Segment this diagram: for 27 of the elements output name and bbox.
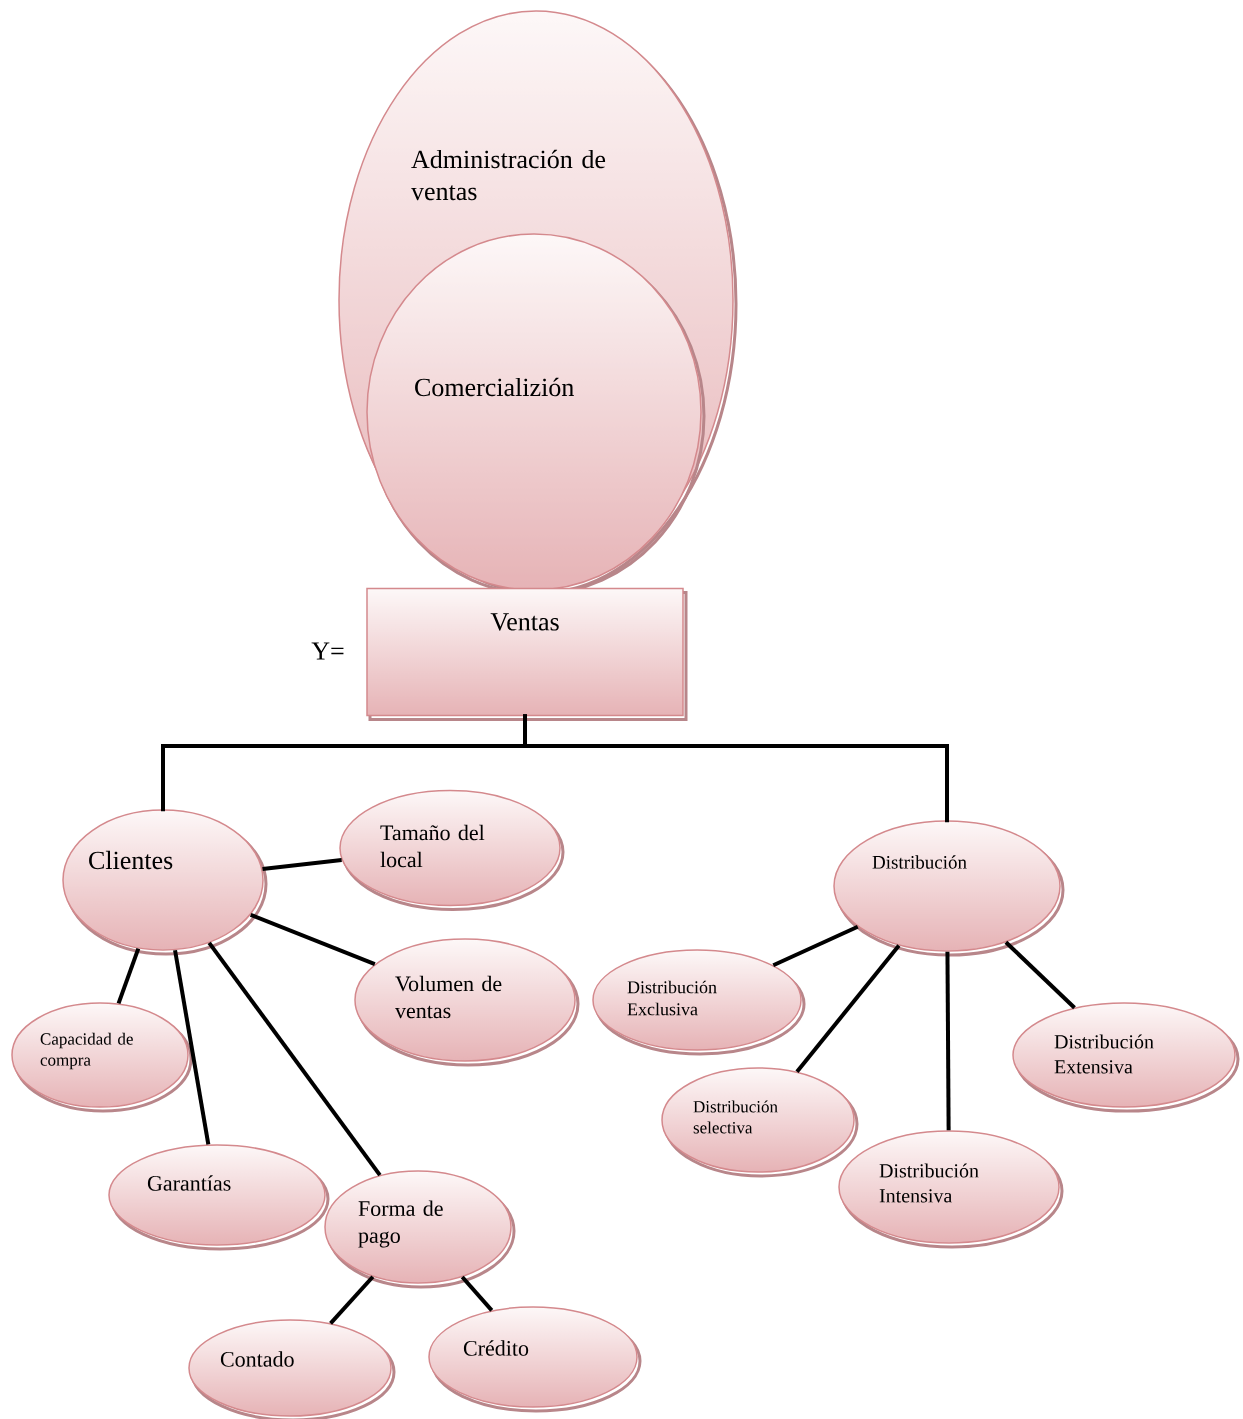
ellipse-node: Contado (188, 1319, 396, 1419)
connector-line (207, 941, 382, 1177)
connector-line (772, 924, 859, 968)
connector-line (262, 858, 342, 871)
ellipse-node: Capacidad de compra (11, 1002, 193, 1113)
connector-line (795, 944, 901, 1073)
side-label: Y= (311, 642, 344, 660)
connector-line (1004, 940, 1076, 1010)
connector-line (116, 947, 141, 1005)
ellipse-node: Distribución (833, 820, 1065, 957)
connector-line (945, 951, 951, 1131)
connector-line (249, 913, 376, 967)
ellipse-node: Garantías (108, 1144, 330, 1251)
connector-line (173, 949, 211, 1145)
ellipse-node: Distribución Intensiva (838, 1130, 1064, 1249)
ellipse-node: Distribución selectiva (661, 1067, 859, 1178)
rectangle-box: Ventas (366, 587, 688, 721)
ellipse-node: Distribución Extensiva (1012, 1002, 1240, 1113)
ellipse-node: Forma de pago (324, 1170, 516, 1289)
connector-line (329, 1275, 375, 1325)
ellipse-node: Volumen de ventas (354, 938, 580, 1067)
connector-line (460, 1275, 494, 1312)
ellipse-node: Tamaño del local (339, 789, 565, 911)
ellipse-node: Crédito (428, 1306, 642, 1413)
ellipse-node: Clientes (62, 809, 268, 956)
connector-line (523, 714, 949, 823)
ellipse-node: Distribución Exclusiva (592, 949, 806, 1056)
